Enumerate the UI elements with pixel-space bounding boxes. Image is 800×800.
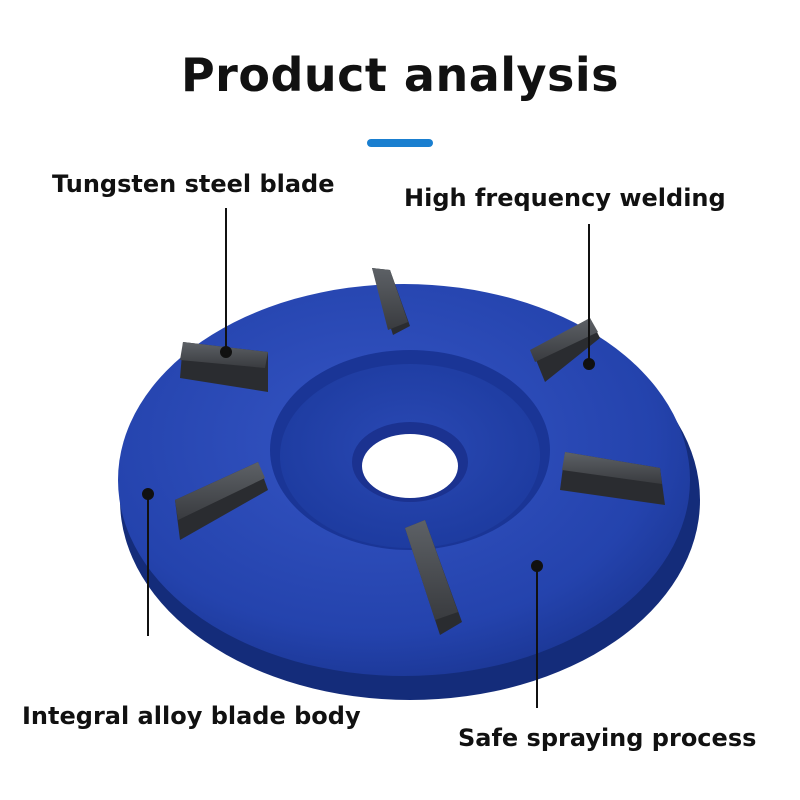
blade-bottom	[405, 520, 462, 635]
leader-dot-tungsten	[220, 346, 232, 358]
blade-right-lower	[560, 452, 665, 505]
title-underline	[367, 139, 433, 147]
blade-top	[372, 268, 410, 335]
leader-dot-alloy	[142, 488, 154, 500]
label-tungsten-steel-blade: Tungsten steel blade	[52, 170, 335, 198]
page-title: Product analysis	[180, 48, 620, 102]
label-safe-spraying-process: Safe spraying process	[458, 724, 757, 752]
label-integral-alloy-blade-body: Integral alloy blade body	[22, 702, 361, 730]
blade-left-lower	[175, 462, 268, 540]
leader-dot-welding	[583, 358, 595, 370]
label-high-frequency-welding: High frequency welding	[404, 184, 726, 212]
blade-right-upper	[530, 318, 600, 382]
leader-dot-spraying	[531, 560, 543, 572]
